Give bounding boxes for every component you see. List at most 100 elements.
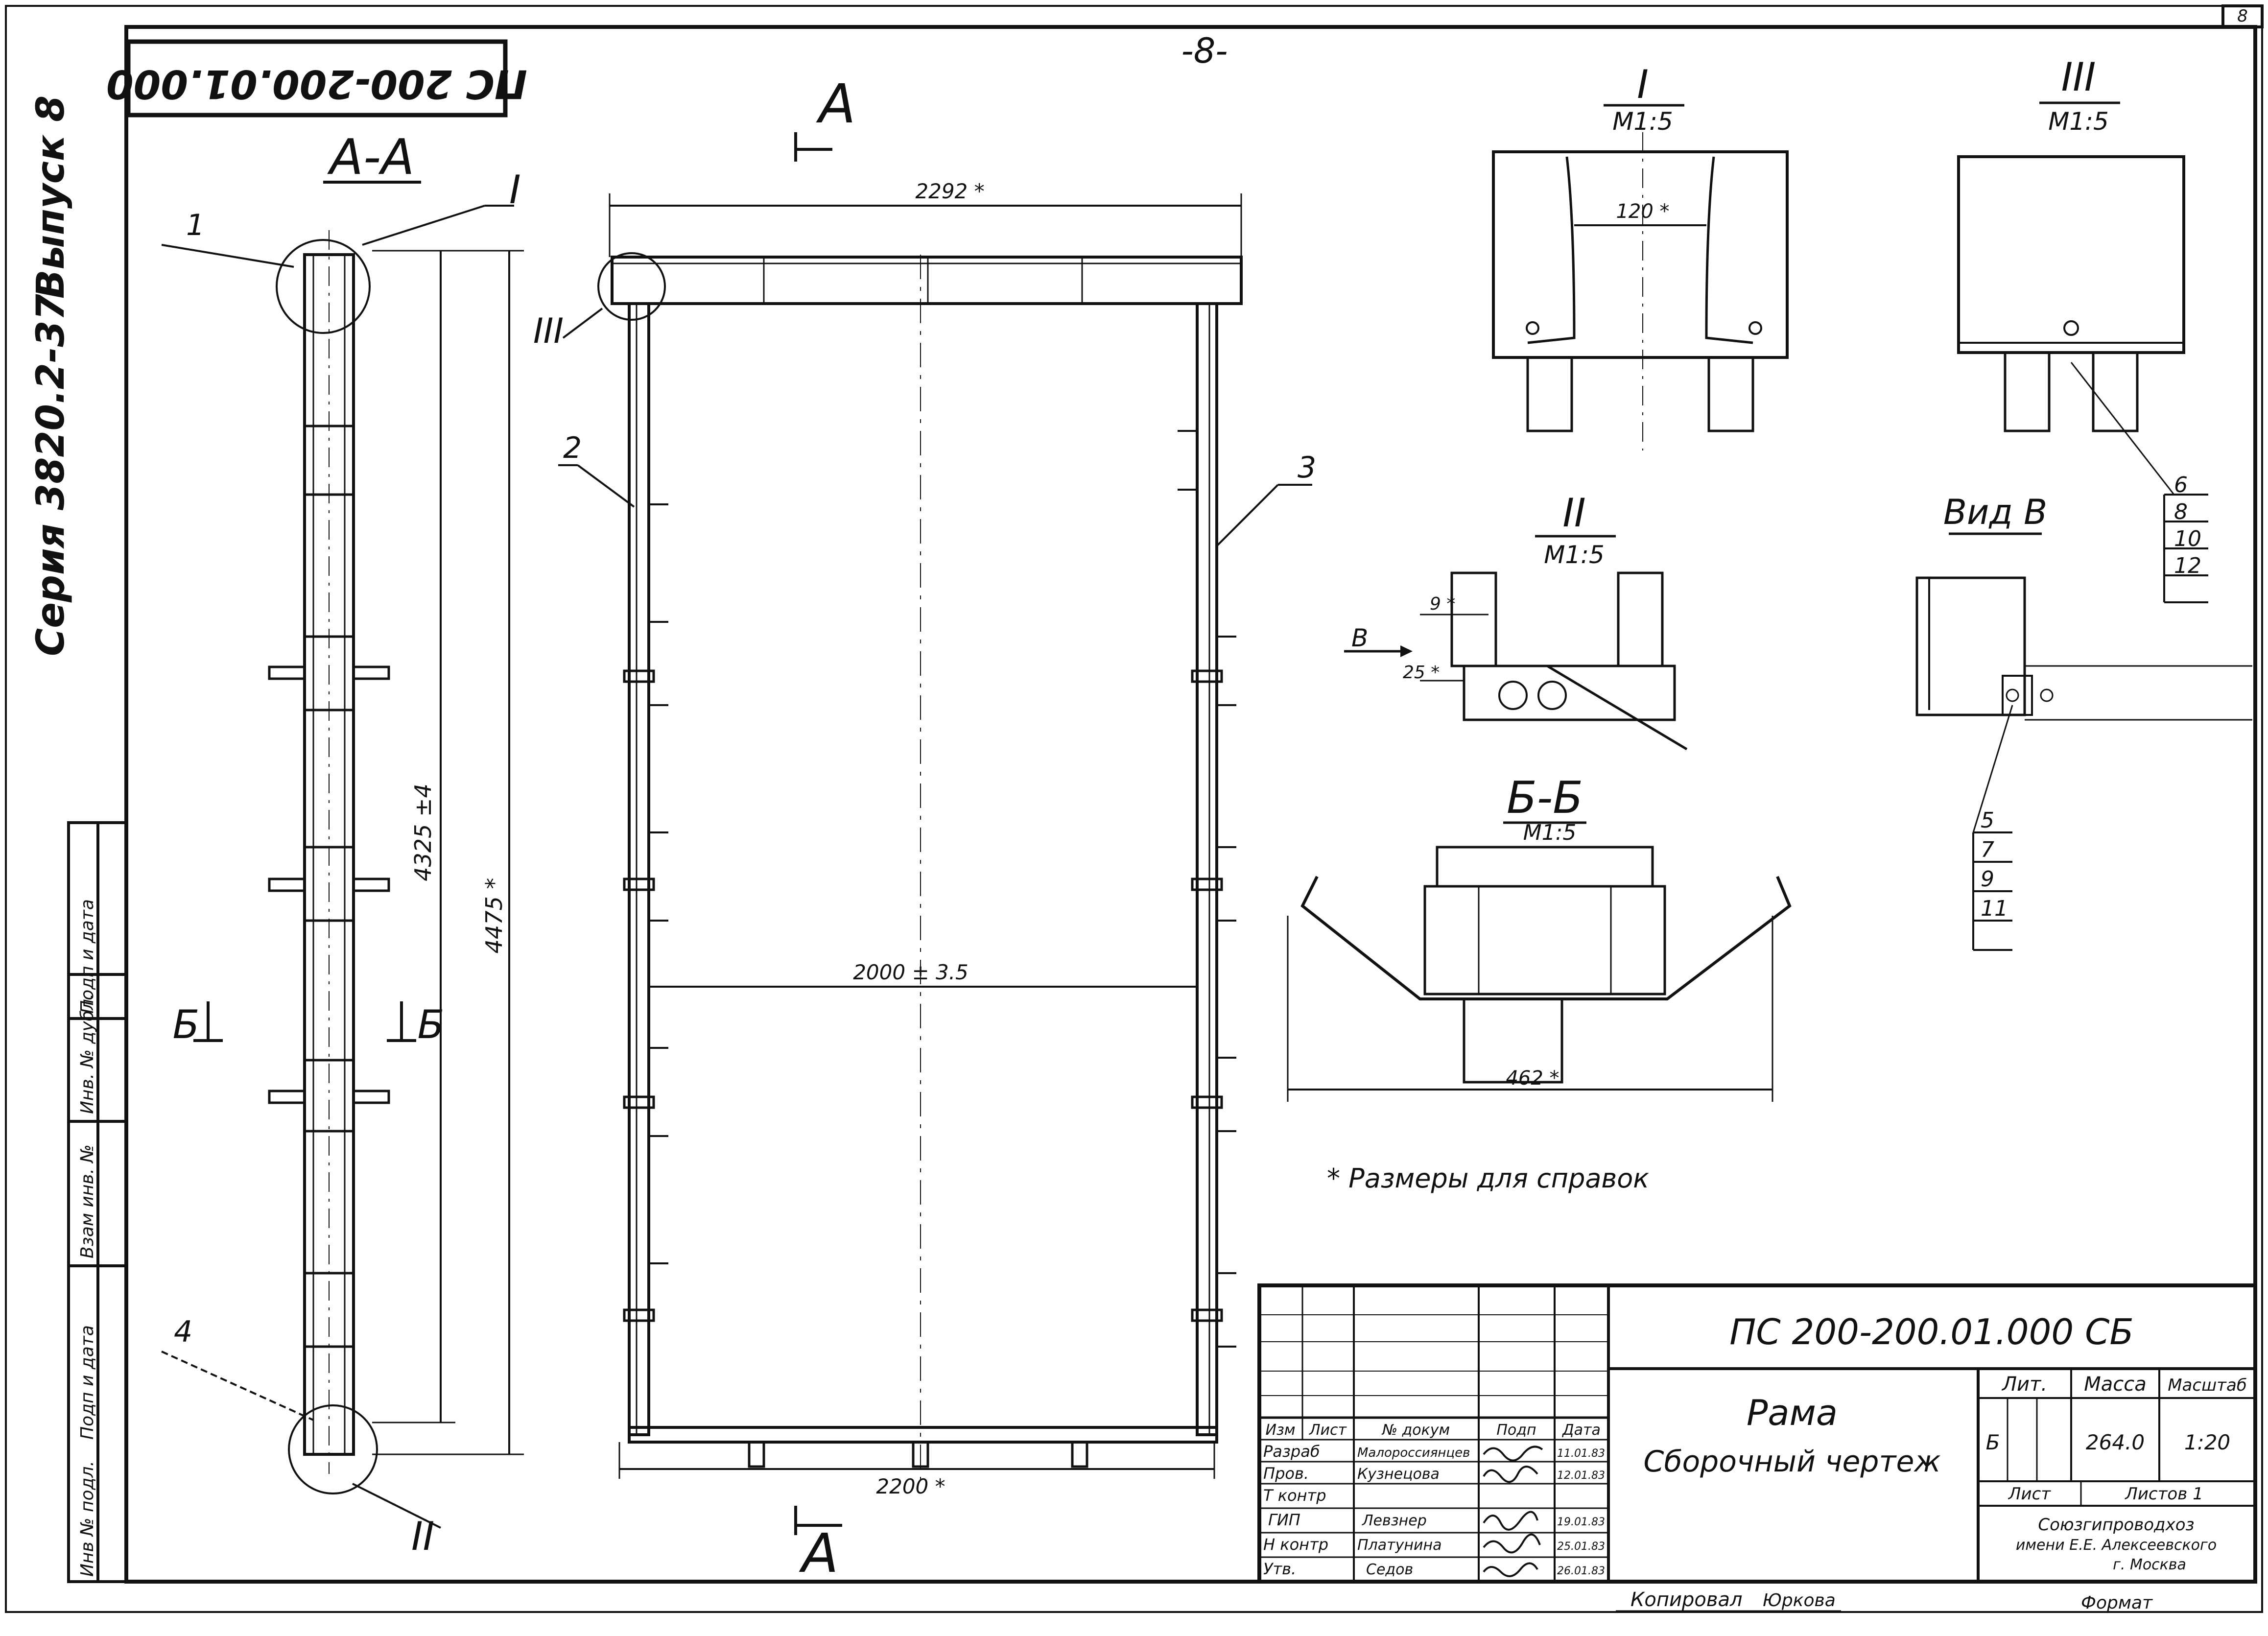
signer-name: Малороссиянцев: [1357, 1446, 1470, 1460]
lit-value: Б: [1986, 1430, 2000, 1454]
detail-III-pos-6: 6: [2174, 473, 2188, 498]
pos-3-label: 3: [1298, 450, 1316, 485]
format-label: Формат: [2081, 1593, 2153, 1613]
section-bb-title: Б-Б: [1507, 772, 1583, 824]
detail-II-scale: М1:5: [1544, 541, 1605, 569]
col-list: Лист: [1309, 1422, 1347, 1439]
col-data: Дата: [1561, 1422, 1601, 1439]
signer-role: Разраб: [1263, 1442, 1320, 1461]
view-b: Вид В 5 7 9 11: [1915, 492, 2252, 951]
series-label: Серия 3820.2-37: [29, 293, 73, 656]
signer-name: Седов: [1366, 1561, 1413, 1578]
signer-name: Левзнер: [1362, 1512, 1427, 1529]
detail-III-pos-10: 10: [2174, 526, 2201, 551]
mirrored-stamp-code: ПС 200-200.01.000: [106, 61, 527, 107]
detail-III-pos-8: 8: [2174, 499, 2188, 524]
title-doc-type: Сборочный чертеж: [1644, 1445, 1941, 1479]
view-b-pos-11: 11: [1981, 896, 2008, 921]
signer-role: Н контр: [1263, 1535, 1328, 1554]
col-izm: Изм: [1265, 1422, 1295, 1439]
org-line-2: имени Е.Е. Алексеевского: [2016, 1537, 2217, 1554]
detail-III-pos-12: 12: [2174, 553, 2201, 578]
scale-value: 1:20: [2184, 1430, 2230, 1454]
view-b-pos-7: 7: [1981, 837, 1994, 862]
signer-date: 25.01.83: [1557, 1541, 1605, 1553]
page-mark: -8-: [1181, 31, 1228, 71]
left-margin-table: [67, 821, 128, 1583]
dim-2292: 2292 *: [915, 179, 984, 203]
pos-4-label: 4: [174, 1315, 192, 1349]
signer-date: 12.01.83: [1557, 1470, 1605, 1482]
cut-b-right: Б: [418, 1002, 445, 1047]
detail-II: II М1:5 9 * 25 * В: [1344, 490, 1688, 751]
title-block: [1257, 1283, 2257, 1584]
detail-II-title: II: [1562, 490, 1585, 536]
sheet-label: Лист: [2008, 1484, 2051, 1504]
signer-role: ГИП: [1268, 1511, 1300, 1529]
pos-1-label: 1: [186, 208, 205, 242]
view-b-pos-9: 9: [1981, 867, 1994, 892]
dim-4325: 4325 ±4: [410, 783, 436, 881]
detail-II-dim-9: 9 *: [1430, 594, 1455, 614]
corner-number: 8: [2237, 6, 2248, 26]
copier-name: Юркова: [1763, 1590, 1836, 1611]
cut-a-bottom: А: [799, 1522, 838, 1585]
signer-date: 26.01.83: [1557, 1565, 1605, 1577]
copied-by-label: Копировал: [1630, 1589, 1743, 1611]
detail-I-scale: М1:5: [1612, 107, 1673, 136]
margin-cell-inv-podl: Инв № подл.: [77, 1461, 97, 1577]
org-line-3: г. Москва: [2113, 1556, 2186, 1573]
col-dokum: № докум: [1381, 1422, 1450, 1439]
signer-role: Т контр: [1263, 1486, 1326, 1505]
lit-label: Лит.: [2001, 1373, 2047, 1396]
dim-2000: 2000 ± 3.5: [853, 960, 969, 984]
signer-role: Пров.: [1263, 1464, 1309, 1483]
margin-cell-inv-dubl: Инв. № дубл.: [77, 994, 97, 1114]
scale-label: Масштаб: [2168, 1375, 2247, 1395]
detail-III-title: III: [2061, 54, 2096, 100]
signer-date: 11.01.83: [1557, 1447, 1605, 1460]
cut-a-top: А: [816, 72, 855, 135]
dim-2200: 2200 *: [876, 1474, 945, 1498]
section-bb-scale: М1:5: [1523, 820, 1577, 845]
detail-III-scale: М1:5: [2048, 107, 2109, 136]
issue-label: Выпуск 8: [29, 95, 73, 299]
detail-I: I М1:5 120 *: [1492, 62, 1789, 450]
title-designation: ПС 200-200.01.000 СБ: [1729, 1311, 2134, 1352]
outer-frame: [5, 5, 2263, 1613]
margin-cell-podp-data-1: Подп и дата: [77, 1325, 97, 1440]
inner-frame: [124, 25, 2257, 1584]
detail-III: III М1:5 6 8 10 12: [1957, 54, 2208, 603]
view-b-pos-5: 5: [1981, 808, 1994, 833]
callout-I-label: I: [509, 167, 521, 213]
signer-date: 19.01.83: [1557, 1516, 1605, 1528]
margin-cell-podp-data-2: Подп и дата: [77, 899, 97, 1014]
dim-4475: 4475 *: [481, 878, 507, 954]
callout-III-label: III: [533, 311, 564, 351]
cut-b-left: Б: [173, 1002, 200, 1047]
corner-box: [2221, 4, 2264, 28]
signature-scribbles: [1483, 1446, 1543, 1577]
view-b-title: Вид В: [1943, 492, 2047, 532]
title-name: Рама: [1747, 1392, 1838, 1433]
signer-name: Кузнецова: [1357, 1466, 1440, 1483]
detail-II-dim-25: 25 *: [1403, 663, 1440, 683]
detail-I-title: I: [1637, 62, 1649, 107]
section-bb-dim: 462 *: [1506, 1067, 1559, 1090]
pos-2-label: 2: [563, 431, 582, 465]
note-reference-dims: * Размеры для справок: [1327, 1163, 1649, 1194]
margin-cell-vzam-inv: Взам инв. №: [77, 1144, 97, 1258]
signer-role: Утв.: [1263, 1560, 1296, 1578]
view-mark-v: В: [1351, 624, 1368, 652]
mirrored-stamp-group: ПС 200-200.01.000: [106, 61, 527, 107]
mass-value: 264.0: [2086, 1430, 2145, 1454]
section-bb: Б-Б М1:5 462 *: [1287, 772, 1792, 1102]
section-aa-title: А-А: [327, 128, 415, 186]
mirrored-stamp-box: [126, 39, 508, 118]
signer-rows: Разраб Малороссиянцев 11.01.83 Пров. Куз…: [1263, 1442, 1605, 1578]
mass-label: Масса: [2084, 1373, 2147, 1396]
org-line-1: Союзгипроводхоз: [2038, 1515, 2194, 1535]
sheets-label: Листов 1: [2124, 1484, 2203, 1504]
front-view: А А 2292 *: [533, 72, 1316, 1585]
